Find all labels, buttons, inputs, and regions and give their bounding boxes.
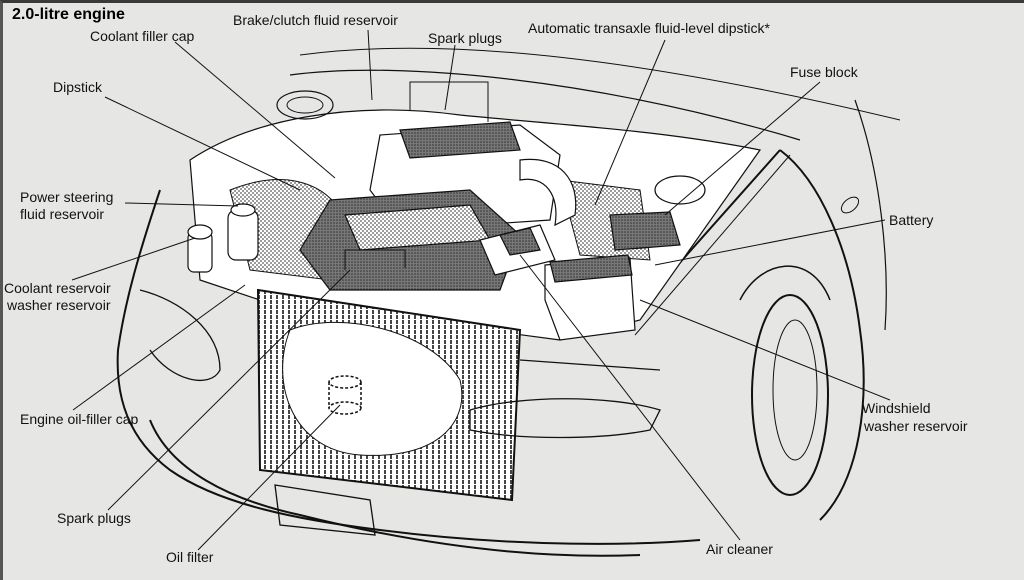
leader-transaxle bbox=[594, 39, 666, 206]
leader-lines bbox=[71, 29, 891, 551]
leader-windshield-washer bbox=[639, 299, 891, 401]
leader-brake-clutch bbox=[367, 29, 373, 101]
label-fuse-block: Fuse block bbox=[790, 64, 858, 80]
side-marker bbox=[840, 196, 860, 214]
label-windshield-washer-line1: Windshield bbox=[862, 400, 931, 416]
leader-fuse-block bbox=[664, 81, 821, 216]
leader-coolant-filler-cap bbox=[174, 41, 336, 179]
leader-coolant-reservoir bbox=[71, 237, 196, 281]
fuse-box-shape bbox=[609, 211, 681, 251]
label-automatic-transaxle-dipstick: Automatic transaxle fluid-level dipstick… bbox=[528, 20, 770, 36]
air-cleaner bbox=[479, 224, 556, 276]
radiator bbox=[256, 288, 522, 502]
label-brake-clutch-fluid-reservoir: Brake/clutch fluid reservoir bbox=[233, 12, 398, 28]
leader-spark-plugs-top bbox=[444, 44, 456, 111]
cowl-line bbox=[299, 47, 901, 121]
hood-line bbox=[289, 69, 801, 141]
battery-shape bbox=[544, 254, 636, 341]
label-power-steering-line1: Power steering bbox=[20, 189, 114, 205]
reservoirs bbox=[187, 203, 259, 273]
label-engine-oil-filler-cap: Engine oil-filler cap bbox=[20, 411, 139, 427]
label-coolant-reservoir-line2: washer reservoir bbox=[7, 297, 111, 313]
bumper-lower bbox=[149, 419, 641, 557]
diagram-title: 2.0-litre engine bbox=[12, 6, 125, 23]
leader-oil-filter bbox=[197, 404, 341, 551]
label-oil-filter: Oil filter bbox=[166, 549, 214, 565]
leader-engine-oil-filler bbox=[72, 284, 246, 411]
leader-air-cleaner bbox=[519, 254, 741, 541]
label-air-cleaner: Air cleaner bbox=[706, 541, 773, 557]
label-spark-plugs-bottom: Spark plugs bbox=[57, 510, 131, 526]
label-dipstick: Dipstick bbox=[53, 79, 103, 95]
leader-dipstick bbox=[104, 96, 301, 191]
hood-opening-left bbox=[116, 189, 701, 545]
leader-power-steering bbox=[124, 202, 239, 207]
fender-right bbox=[779, 149, 865, 521]
spark-plugs-bracket-bottom bbox=[344, 249, 406, 270]
fender-edge bbox=[854, 99, 887, 331]
label-windshield-washer-line2: washer reservoir bbox=[864, 418, 968, 434]
label-spark-plugs-top: Spark plugs bbox=[428, 30, 502, 46]
leader-spark-plugs-bottom bbox=[107, 269, 351, 511]
oil-filter-outline bbox=[328, 375, 362, 415]
label-power-steering-line2: fluid reservoir bbox=[20, 206, 105, 222]
engine-block bbox=[299, 121, 577, 291]
headlights bbox=[139, 289, 661, 536]
right-edge-2 bbox=[634, 154, 791, 336]
leader-battery bbox=[654, 219, 886, 266]
label-coolant-filler-cap: Coolant filler cap bbox=[90, 28, 195, 44]
label-battery: Battery bbox=[889, 212, 934, 228]
wheel bbox=[739, 265, 831, 496]
spark-plugs-bracket-top bbox=[409, 81, 489, 122]
label-coolant-reservoir-line1: Coolant reservoir bbox=[4, 280, 111, 296]
